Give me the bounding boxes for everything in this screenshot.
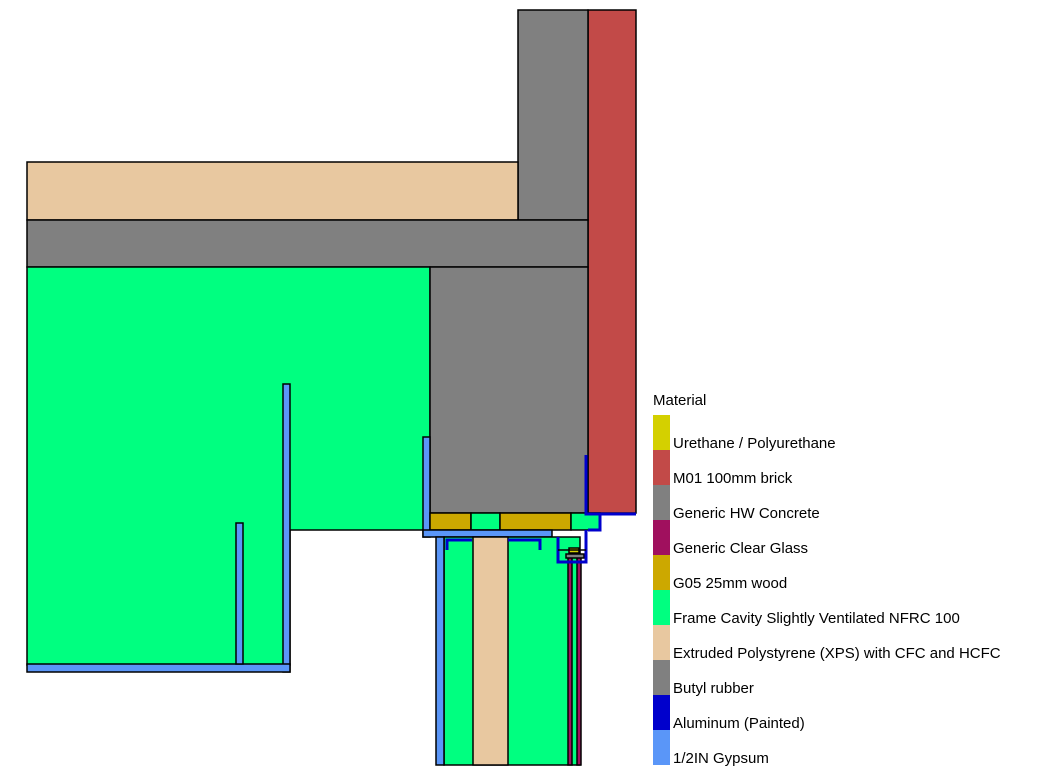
legend-label: G05 25mm wood: [673, 575, 788, 592]
legend-swatch: [653, 660, 670, 695]
brick-wall: [587, 9, 637, 514]
gypsum-jamb: [435, 536, 445, 766]
legend-item: Aluminum (Painted): [653, 695, 805, 732]
butyl-seal: [565, 553, 585, 559]
legend-title: Material: [653, 392, 707, 409]
legend-label: Urethane / Polyurethane: [673, 435, 836, 452]
legend-item: 1/2IN Gypsum: [653, 730, 769, 767]
legend-label: Frame Cavity Slightly Ventilated NFRC 10…: [673, 610, 960, 627]
legend-item: Extruded Polystyrene (XPS) with CFC and …: [653, 625, 1001, 662]
window-frame-xps: [472, 536, 509, 766]
legend-label: Extruded Polystyrene (XPS) with CFC and …: [673, 645, 1001, 662]
legend-label: Aluminum (Painted): [673, 715, 805, 732]
aluminum-clip-2: [508, 538, 542, 550]
legend-swatch: [653, 555, 670, 590]
legend-item: Generic Clear Glass: [653, 520, 808, 557]
legend-swatch: [653, 695, 670, 730]
legend-label: Generic HW Concrete: [673, 505, 820, 522]
cavity-strip: [470, 512, 501, 531]
legend-label: Generic Clear Glass: [673, 540, 809, 557]
legend-swatch: [653, 520, 670, 555]
cavity-strip-2: [570, 512, 601, 531]
legend-item: Generic HW Concrete: [653, 485, 820, 522]
window-frame-cavity: [443, 536, 581, 766]
legend-label: 1/2IN Gypsum: [673, 750, 769, 767]
legend-swatch: [653, 625, 670, 660]
gypsum-vertical: [282, 383, 291, 673]
legend-label: M01 100mm brick: [673, 470, 793, 487]
legend-item: Frame Cavity Slightly Ventilated NFRC 10…: [653, 590, 960, 627]
gypsum-head-board: [422, 529, 553, 538]
legend-swatch: [653, 415, 670, 450]
xps-slab-insulation: [26, 161, 519, 221]
aluminum-clip-1: [445, 538, 472, 550]
legend-swatch: [653, 450, 670, 485]
gypsum-bottom: [26, 663, 291, 673]
concrete-upper-wall: [517, 9, 589, 221]
legend-swatch: [653, 590, 670, 625]
glass-pane-2: [576, 555, 582, 766]
legend-label: Butyl rubber: [673, 680, 754, 697]
legend-item: Urethane / Polyurethane: [653, 415, 836, 452]
legend-item: G05 25mm wood: [653, 555, 787, 592]
aluminum-stop: [588, 514, 602, 532]
concrete-header: [429, 266, 589, 514]
frame-cavity-ceiling: [26, 266, 431, 666]
legend-item: M01 100mm brick: [653, 450, 792, 487]
legend-item: Butyl rubber: [653, 660, 754, 697]
gypsum-small-stud: [235, 522, 244, 665]
glass-pane-1: [567, 555, 573, 766]
concrete-slab: [26, 219, 589, 268]
aluminum-flashing: [584, 455, 636, 516]
wood-strip-2: [499, 512, 572, 531]
wood-strip-1: [429, 512, 472, 531]
legend-swatch: [653, 485, 670, 520]
legend-swatch: [653, 730, 670, 765]
gypsum-header-side: [422, 436, 431, 538]
